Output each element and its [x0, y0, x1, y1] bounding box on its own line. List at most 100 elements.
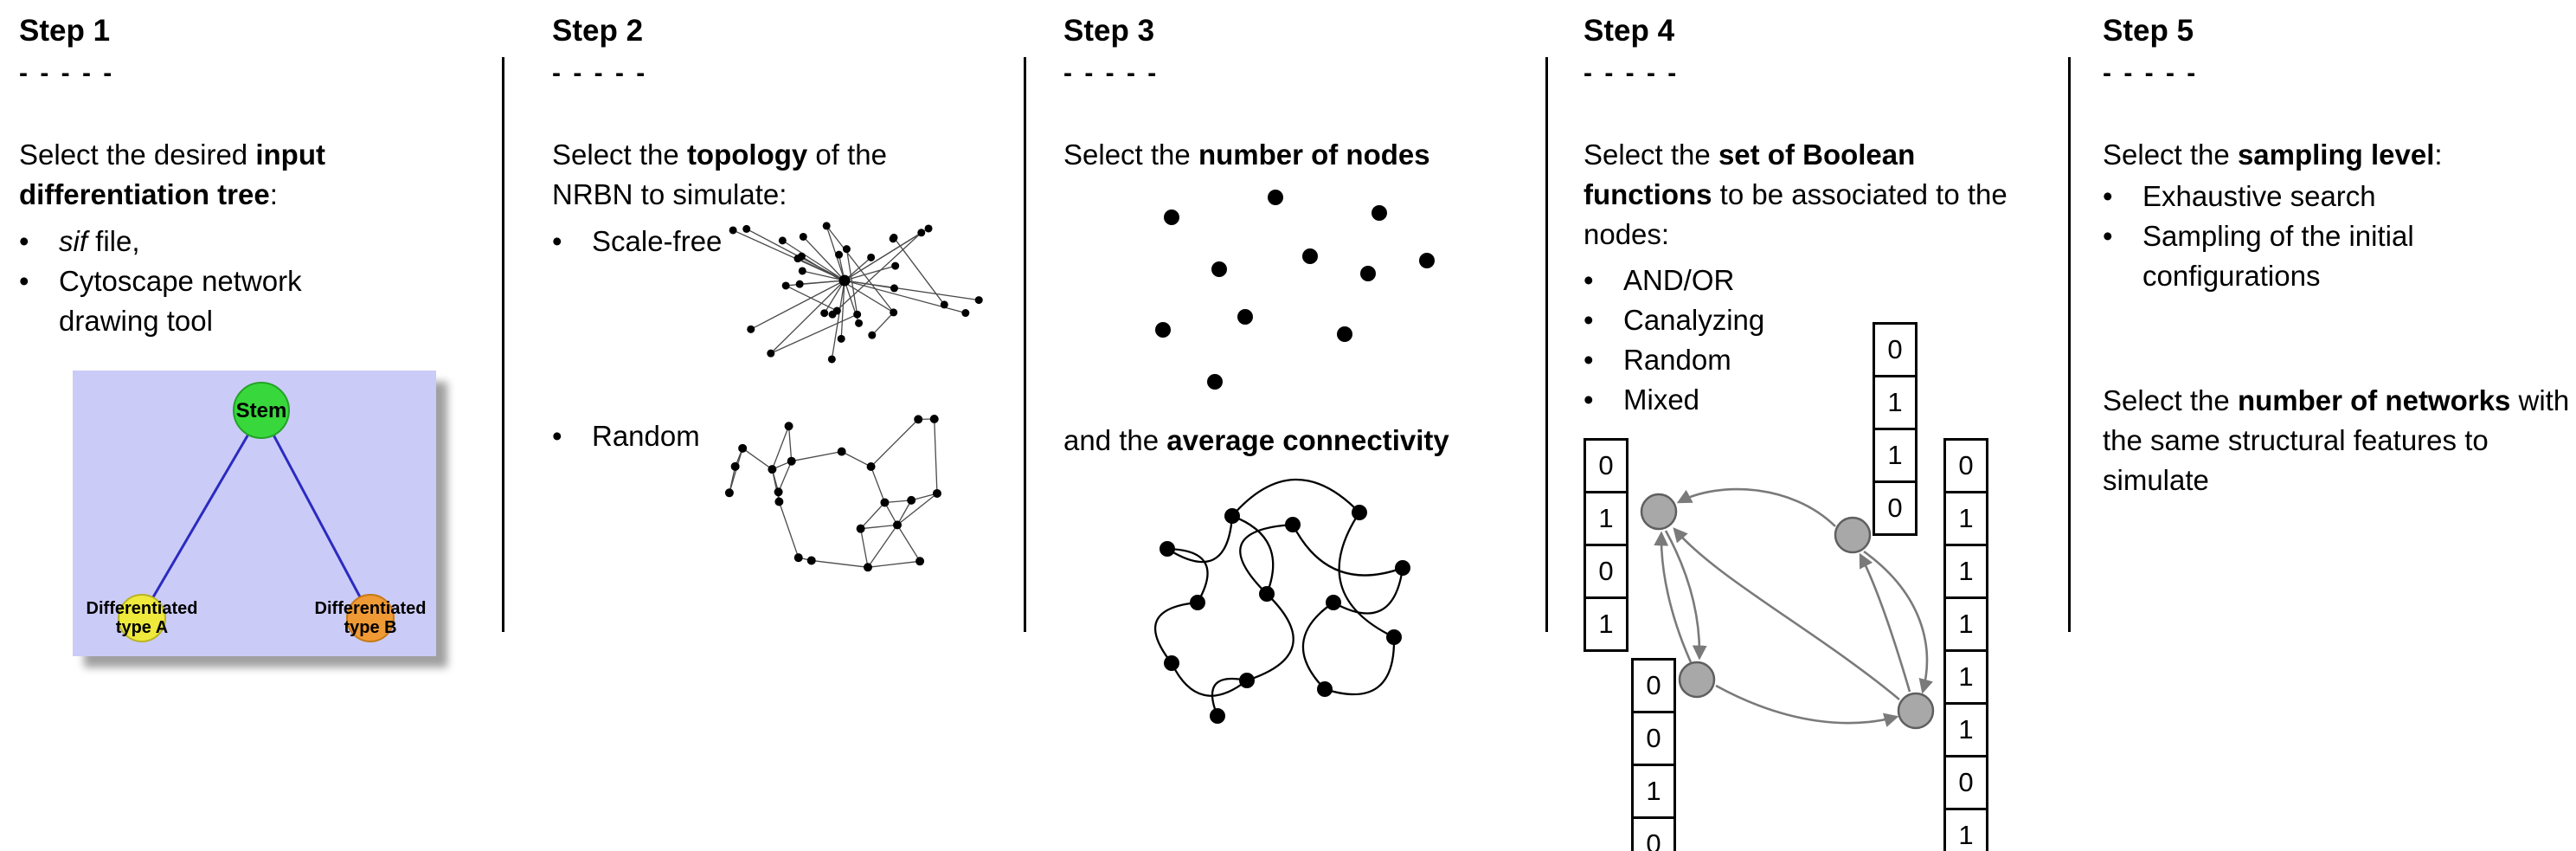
bullet-marker: •	[2103, 220, 2113, 252]
step-4-intro: Select the set of Boolean functions to b…	[1584, 135, 2016, 255]
nodes-dots-illustration	[1155, 190, 1435, 390]
text-segment: and the	[1063, 424, 1167, 456]
column-divider	[502, 57, 504, 632]
step-2-intro: Select the topology of the NRBN to simul…	[552, 135, 959, 215]
list-item-label: Cytoscape network drawing tool	[59, 265, 302, 337]
step-4-title: Step 4	[1584, 14, 1675, 48]
truth-table-cell: 1	[1873, 428, 1918, 483]
differentiated-b-label: type B	[344, 618, 396, 637]
bullet-marker: •	[2103, 180, 2113, 212]
truth-table-cell: 1	[1943, 649, 1988, 705]
truth-table-cell: 0	[1873, 322, 1918, 377]
boolean-network-illustration	[1640, 487, 1935, 730]
bullet-marker: •	[552, 225, 562, 257]
truth-table-cell: 1	[1943, 491, 1988, 546]
list-item: • Canalyzing	[1584, 300, 1869, 340]
list-item-label: Random	[1623, 344, 1731, 376]
step-5-bullet-list: • Exhaustive search • Sampling of the in…	[2103, 177, 2483, 296]
truth-table-cell: 0	[1584, 438, 1628, 493]
truth-table-cell: 1	[1584, 491, 1628, 546]
list-item: • Random	[552, 416, 812, 456]
differentiation-tree-illustration: Stem Differentiated type A Differentiate…	[73, 371, 436, 656]
text-segment-bold: number of nodes	[1198, 139, 1430, 171]
text-segment-bold: sampling level	[2237, 139, 2435, 171]
truth-table-cell: 1	[1943, 596, 1988, 652]
network-nodes	[1640, 493, 1935, 730]
list-item-label: Exhaustive search	[2142, 180, 2376, 212]
list-item: • AND/OR	[1584, 261, 1869, 300]
truth-table-cell: 0	[1873, 480, 1918, 536]
truth-table-cell: 1	[1631, 764, 1676, 819]
differentiated-b-node	[346, 594, 395, 642]
step-4-dashes: - - - - -	[1584, 59, 1680, 87]
truth-table-cell: 0	[1943, 438, 1988, 493]
list-item-label: sif file,	[59, 222, 382, 261]
text-segment: of the NRBN to simulate:	[552, 139, 887, 210]
step-5-intro: Select the sampling level:	[2103, 135, 2570, 175]
bullet-marker: •	[1584, 384, 1594, 416]
list-item-label: Mixed	[1623, 384, 1700, 416]
step-3-dashes: - - - - -	[1063, 59, 1160, 87]
truth-table-cell: 0	[1584, 544, 1628, 599]
differentiated-b-label: Differentiated	[315, 599, 427, 618]
bullet-marker: •	[1584, 304, 1594, 336]
differentiated-a-label: type A	[116, 618, 168, 637]
truth-table-cell: 1	[1584, 596, 1628, 652]
truth-table-cell: 0	[1631, 658, 1676, 713]
truth-table-cell: 1	[1943, 808, 1988, 851]
list-item: • Mixed	[1584, 380, 1869, 420]
text-segment-bold: average connectivity	[1166, 424, 1449, 456]
list-item: • Random	[1584, 340, 1869, 380]
list-item: • Cytoscape network drawing tool	[19, 261, 382, 341]
truth-table-cell: 0	[1631, 816, 1676, 851]
network-node	[1678, 661, 1716, 699]
step-3-column: Step 3 - - - - - Select the number of no…	[1063, 14, 1531, 837]
text-segment: to be associated to the nodes:	[1584, 178, 2007, 250]
step-3-second-text: and the average connectivity	[1063, 421, 1531, 461]
truth-table-cell: 0	[1631, 711, 1676, 766]
tree-edge	[140, 411, 263, 617]
text-segment-bold: number of networks	[2237, 384, 2511, 416]
list-item: • Scale-free	[552, 222, 812, 261]
truth-table-cell: 0	[1943, 755, 1988, 810]
text-segment-bold: set of Boolean functions	[1584, 139, 1916, 210]
list-item-label: Canalyzing	[1623, 304, 1765, 336]
step-2-column: Step 2 - - - - - Select the topology of …	[552, 14, 1011, 837]
step-1-bullet-list: • sif file, • Cytoscape network drawing …	[19, 222, 382, 341]
step-2-title: Step 2	[552, 14, 644, 48]
bullet-marker: •	[1584, 264, 1594, 296]
step-1-dashes: - - - - -	[19, 59, 115, 87]
network-node	[1897, 692, 1935, 730]
text-segment-italic: sif	[59, 225, 87, 257]
column-divider	[1024, 57, 1026, 632]
text-segment: Select the	[1584, 139, 1718, 171]
truth-table-cell: 1	[1873, 375, 1918, 430]
bullet-marker: •	[19, 225, 29, 257]
bullet-marker: •	[552, 420, 562, 452]
step-1-title: Step 1	[19, 14, 111, 48]
step-5-dashes: - - - - -	[2103, 59, 2199, 87]
step-2-bullet-scale-free: • Scale-free	[552, 222, 812, 261]
column-divider	[1545, 57, 1548, 632]
text-segment: with the same structural features to sim…	[2103, 384, 2570, 496]
truth-table-cell: 1	[1943, 544, 1988, 599]
text-segment-bold: input differentiation tree	[19, 139, 325, 210]
step-4-column: Step 4 - - - - - Select the set of Boole…	[1584, 14, 2058, 851]
list-item-label: AND/OR	[1623, 264, 1735, 296]
text-segment-bold: topology	[686, 139, 808, 171]
step-1-intro: Select the desired input differentiation…	[19, 135, 400, 215]
connectivity-tangle-illustration	[1154, 478, 1410, 724]
step-4-bullet-list: • AND/OR • Canalyzing • Random • Mixed	[1584, 261, 1869, 420]
list-item-label: Sampling of the initial configurations	[2142, 220, 2414, 292]
text-segment: Select the	[1063, 139, 1198, 171]
random-network-illustration	[724, 414, 941, 572]
text-segment: :	[269, 178, 278, 210]
step-3-intro: Select the number of nodes	[1063, 135, 1531, 175]
network-node	[1640, 493, 1678, 531]
text-segment: file,	[87, 225, 140, 257]
network-node	[1834, 516, 1872, 554]
